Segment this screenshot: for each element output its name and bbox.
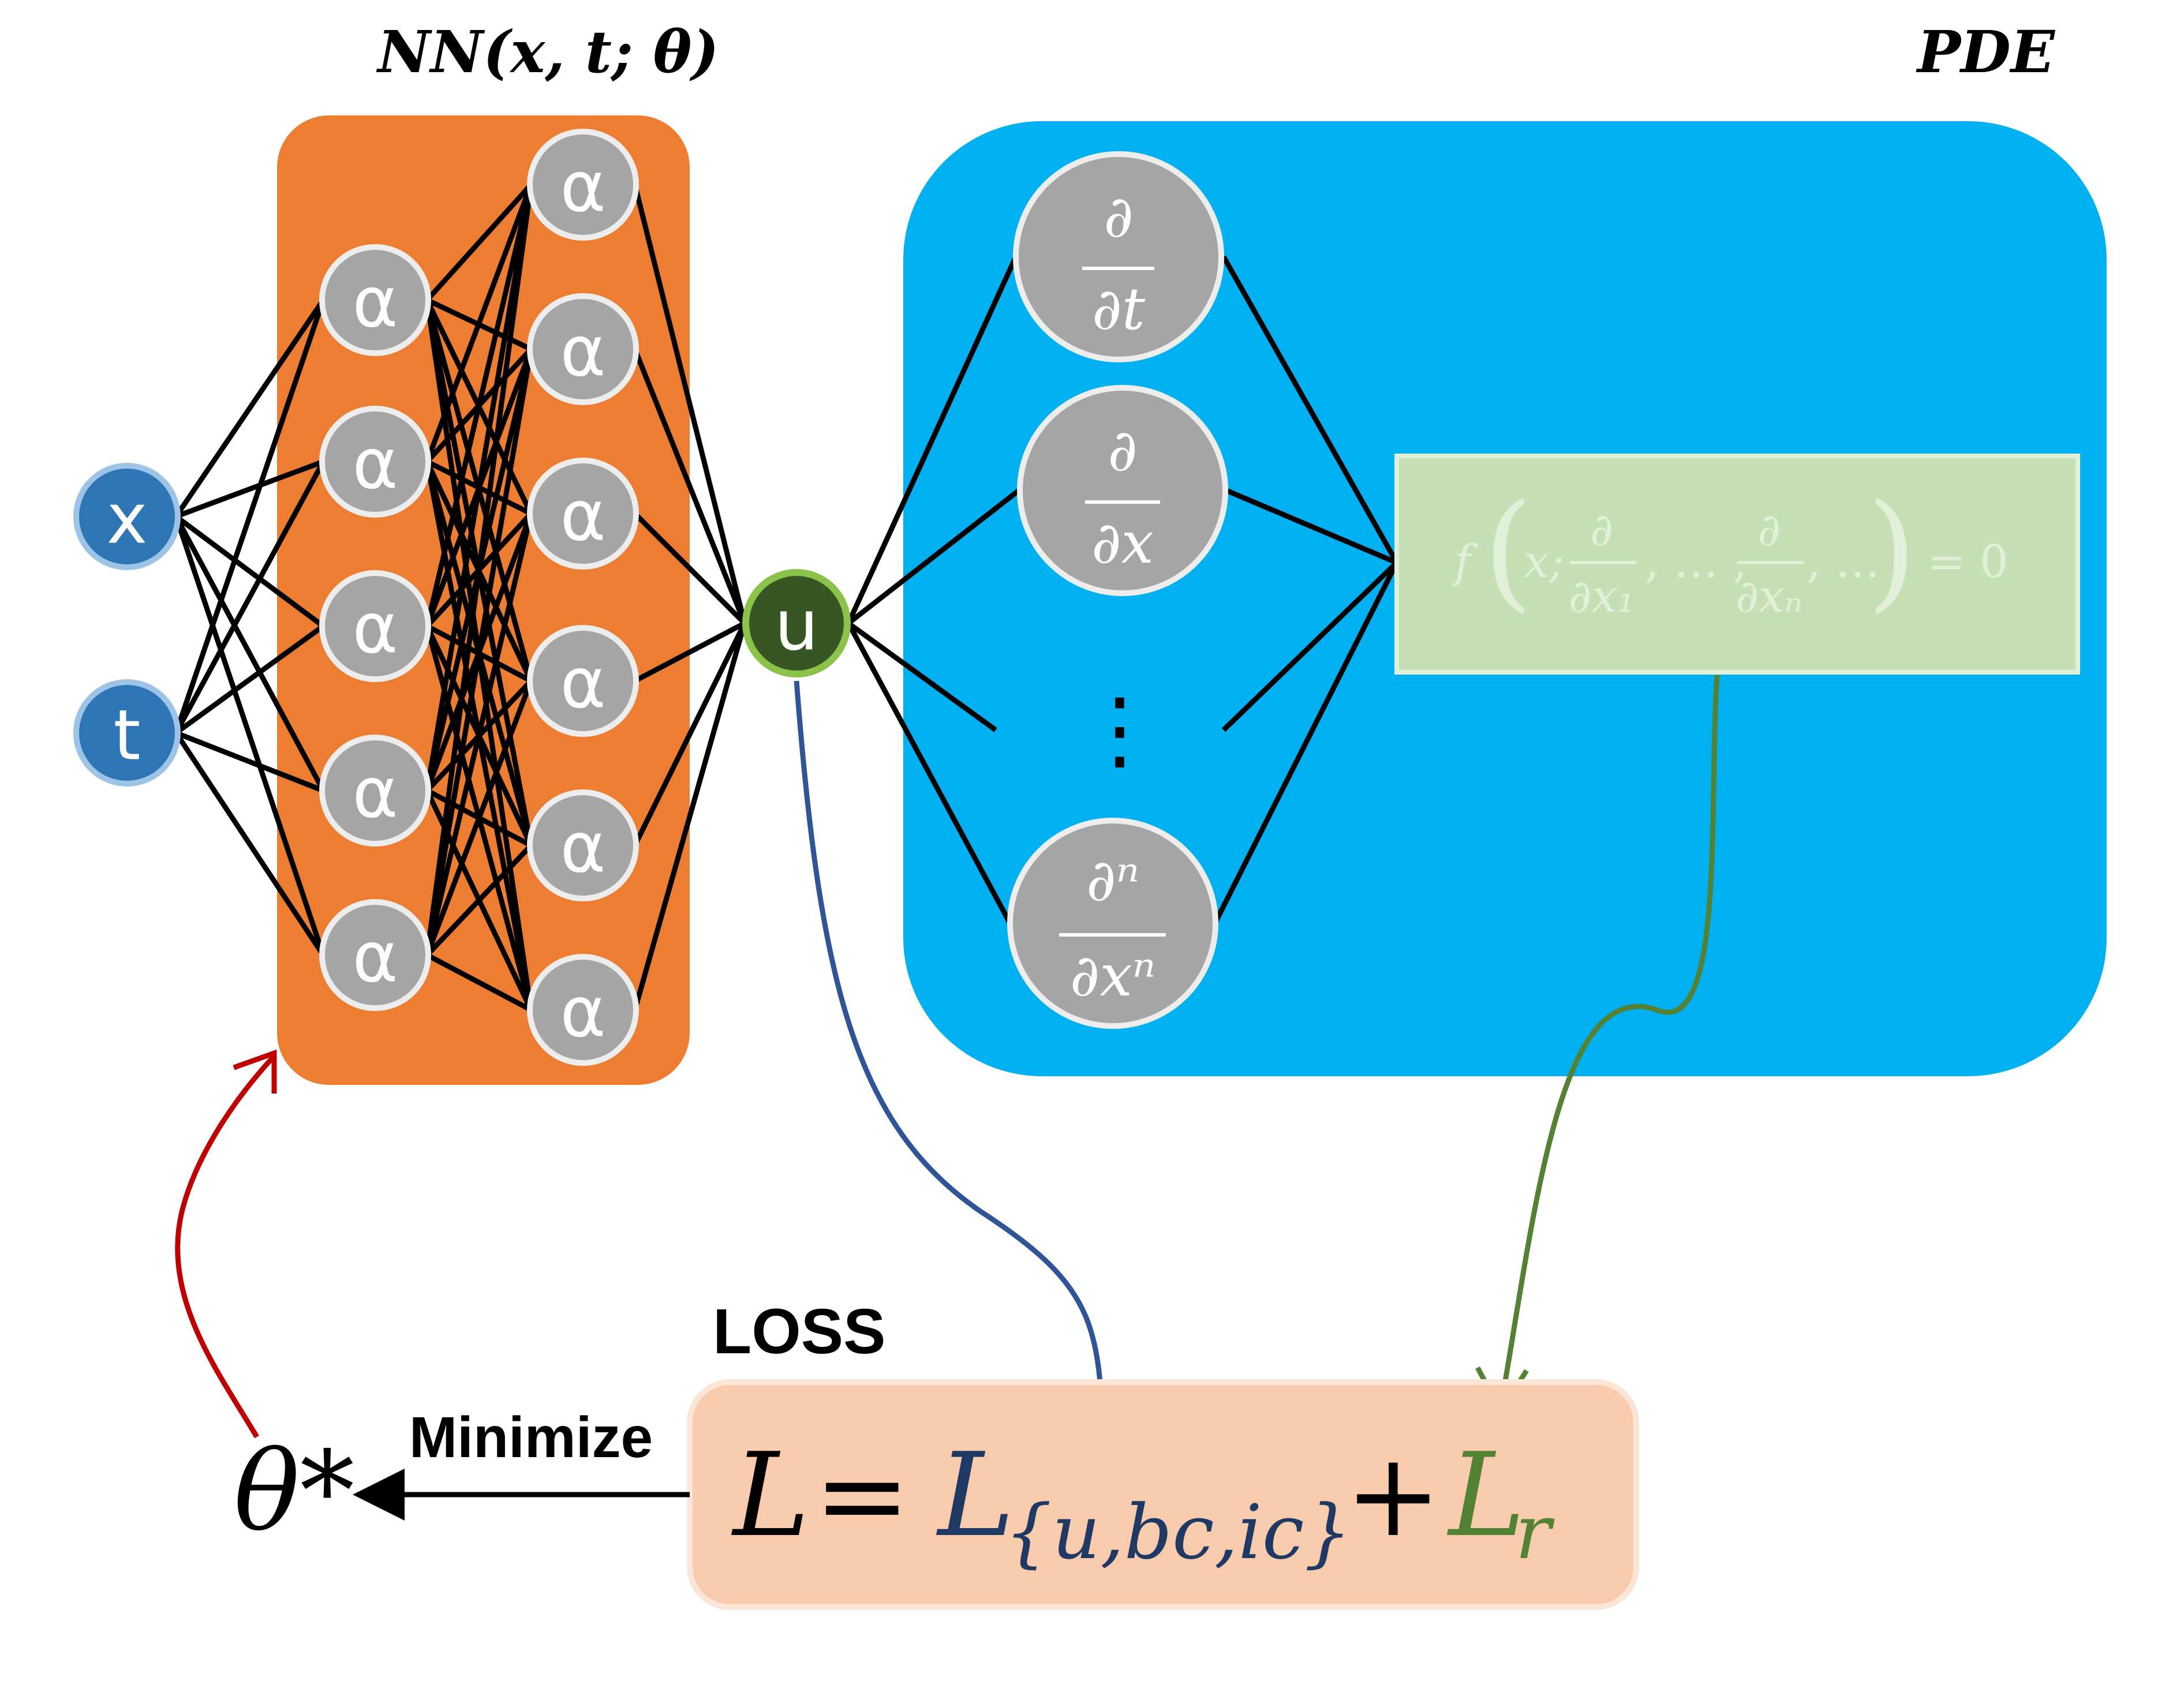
theta-star: θ* (234, 1428, 354, 1555)
output-node-u: u (742, 569, 851, 677)
connection-line (174, 460, 326, 735)
hidden-node-layer2-1: α (527, 129, 639, 241)
derivative-node-dt: ∂ ∂t (1013, 151, 1224, 362)
connection-line (425, 953, 533, 1012)
connection-line (174, 624, 325, 735)
connection-line (173, 515, 326, 956)
loss-title: LOSS (713, 1296, 886, 1367)
hidden-node-layer2-4-label: α (560, 644, 605, 724)
output-label: u (775, 586, 818, 667)
svg-text:r: r (1515, 1488, 1555, 1576)
hidden-node-layer1-2: α (319, 406, 431, 518)
hidden-node-layer1-2-label: α (352, 425, 398, 505)
svg-text:∂x₁: ∂x₁ (1568, 571, 1635, 623)
svg-text:+: + (1345, 1428, 1442, 1563)
hidden-node-layer1-3-label: α (352, 589, 398, 669)
connection-line (424, 184, 534, 956)
derivative-node-dx: ∂ ∂x (1017, 385, 1228, 596)
hidden-node-layer1-1-label: α (352, 263, 398, 343)
pde-connections (846, 255, 1400, 925)
connection-line (174, 514, 325, 628)
svg-text:∂xₙ: ∂xₙ (1736, 571, 1802, 623)
svg-text:∂: ∂ (1590, 504, 1613, 556)
connection-line (425, 182, 533, 302)
network-connections (173, 182, 747, 1012)
minimize-label: Minimize (409, 1405, 653, 1470)
green-arrow (1498, 675, 1720, 1409)
connection-line (633, 621, 746, 683)
svg-text:∂x: ∂x (1091, 509, 1154, 576)
svg-text:∂: ∂ (1108, 417, 1138, 484)
input-node-t-label: t (113, 696, 140, 776)
connection-line (175, 459, 324, 519)
connection-line (424, 349, 534, 956)
connection-line (174, 731, 326, 957)
hidden-node-layer2-1-label: α (560, 148, 605, 228)
connection-line (632, 622, 747, 847)
svg-text:∂xⁿ: ∂xⁿ (1070, 942, 1156, 1009)
hidden-node-layer2-3: α (527, 458, 639, 570)
hidden-node-layer1-4: α (319, 735, 431, 847)
connection-line (425, 843, 533, 957)
pde-title: PDE (1916, 18, 2056, 86)
connection-line (632, 622, 747, 1011)
connection-line (424, 184, 534, 463)
connection-line (633, 511, 747, 626)
svg-text:=: = (814, 1428, 911, 1563)
connection-line (424, 184, 534, 791)
hidden-node-layer2-5: α (527, 789, 639, 901)
input-node-x: x (73, 463, 181, 570)
hidden-node-layer2-2-label: α (560, 312, 605, 392)
hidden-node-layer1-5: α (319, 899, 431, 1011)
input-node-x-label: x (106, 480, 147, 560)
derivative-ellipsis: ⋮ (1076, 680, 1163, 780)
svg-text:x;: x; (1524, 536, 1564, 588)
hidden-node-layer2-5-label: α (560, 808, 605, 889)
svg-text:∂: ∂ (1104, 183, 1134, 250)
hidden-node-layer2-6-label: α (560, 973, 605, 1053)
loss-formula: L = L {u,bc,ic} + L r (731, 1428, 1555, 1576)
hidden-node-layer2-3-label: α (560, 477, 605, 557)
derivative-node-dxn: ∂ⁿ ∂xⁿ (1007, 818, 1218, 1029)
svg-text:, …: , … (1807, 536, 1880, 588)
svg-text:{u,bc,ic}: {u,bc,ic} (1004, 1488, 1352, 1576)
svg-text:): ) (1867, 477, 1917, 624)
connection-line (424, 512, 534, 956)
hidden-node-layer1-3: α (319, 570, 431, 682)
svg-text:∂t: ∂t (1092, 275, 1146, 343)
hidden-node-layer1-5-label: α (352, 918, 398, 998)
svg-text:, … ,: , … , (1645, 536, 1747, 588)
connection-line (174, 515, 326, 792)
red-arrow (175, 1054, 276, 1439)
svg-text:= 0: = 0 (1928, 536, 2009, 588)
connection-line (174, 298, 326, 518)
hidden-node-layer2-2: α (527, 293, 639, 405)
hidden-node-layer2-4: α (527, 625, 639, 737)
svg-text:L: L (936, 1428, 1015, 1563)
input-node-t: t (73, 679, 181, 787)
svg-text:∂ⁿ: ∂ⁿ (1086, 847, 1139, 914)
svg-text:L: L (1446, 1428, 1525, 1563)
blue-arrow (794, 680, 1105, 1466)
connection-line (424, 680, 534, 956)
connection-line (173, 299, 326, 734)
hidden-node-layer2-6: α (527, 954, 639, 1066)
connection-line (632, 184, 747, 624)
connection-line (424, 184, 534, 627)
svg-text:∂: ∂ (1757, 504, 1781, 556)
hidden-node-layer1-1: α (319, 244, 431, 356)
svg-text:L: L (731, 1428, 810, 1563)
nn-title: NN(x, t; θ) (376, 18, 719, 86)
connection-line (632, 348, 747, 624)
connection-line (175, 730, 324, 793)
hidden-node-layer1-4-label: α (352, 754, 398, 834)
residual-equation-box: f ( x; ∂ ∂x₁ , … , ∂ ∂xₙ , … ) = 0 (1394, 454, 2080, 675)
svg-text:(: ( (1483, 477, 1533, 624)
